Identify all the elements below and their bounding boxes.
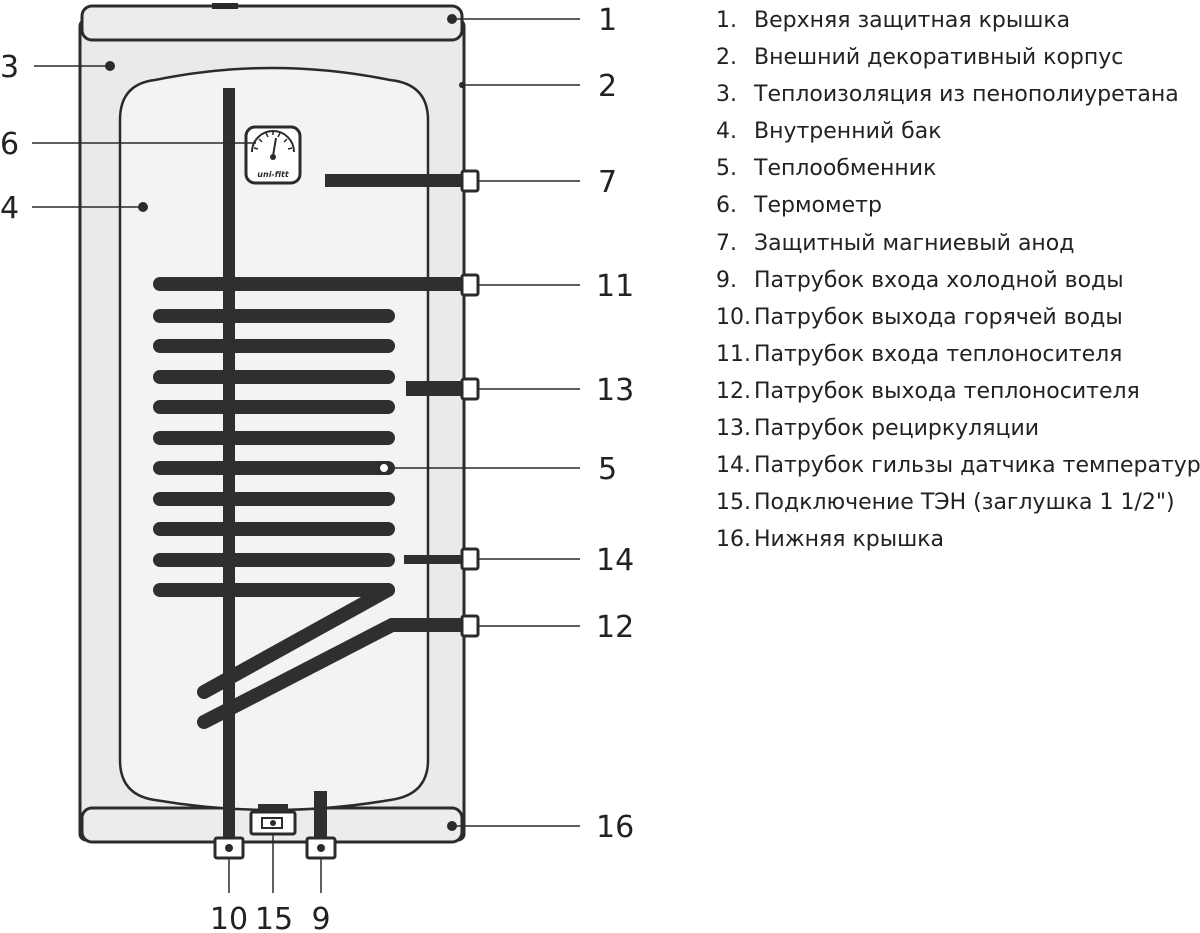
legend-number: 7.: [716, 230, 737, 256]
legend-list: 1. Верхняя защитная крышка 2. Внешний деко…: [716, 6, 1200, 562]
legend-number: 3.: [716, 82, 737, 108]
recirculation-pipe: [406, 381, 466, 396]
callout-2: 2: [598, 69, 617, 104]
legend-item: 12.Патрубок выхода теплоносителя: [716, 377, 1200, 414]
thermometer: uni-fitt: [244, 125, 302, 185]
legend-text: Термометр: [754, 193, 882, 219]
legend-text: Теплоизоляция из пенополиуретана: [754, 82, 1179, 108]
side-fittings: [460, 169, 480, 638]
legend-item: 7. Защитный магниевый анод: [716, 229, 1200, 266]
callout-12: 12: [596, 610, 634, 645]
callout-3: 3: [0, 50, 19, 85]
legend-number: 5.: [716, 156, 737, 182]
legend-item: 16.Нижняя крышка: [716, 525, 1200, 562]
legend-item: 3. Теплоизоляция из пенополиуретана: [716, 80, 1200, 117]
callout-6: 6: [0, 127, 19, 162]
heat-exchanger-coil: [153, 277, 469, 729]
sensor-sleeve-pipe: [404, 555, 466, 564]
callout-13: 13: [596, 373, 634, 408]
legend-number: 6.: [716, 193, 737, 219]
callout-4: 4: [0, 191, 19, 226]
leader-lines: [32, 18, 580, 893]
top-cover-nub: [212, 3, 238, 9]
legend-text: Внутренний бак: [754, 119, 942, 145]
legend-item: 10.Патрубок выхода горячей воды: [716, 303, 1200, 340]
bottom-fitting-dots: [225, 820, 325, 852]
callout-14: 14: [596, 543, 634, 578]
thermometer-brand: uni-fitt: [257, 170, 290, 179]
callout-5: 5: [598, 452, 617, 487]
legend-item: 5. Теплообменник: [716, 154, 1200, 191]
legend-text: Патрубок выхода горячей воды: [754, 304, 1123, 330]
legend-number: 2.: [716, 45, 737, 71]
legend-number: 14.: [716, 453, 751, 479]
legend-number: 15.: [716, 490, 751, 516]
legend-item: 13.Патрубок рециркуляции: [716, 414, 1200, 451]
callout-10: 10: [210, 902, 248, 933]
legend-number: 11.: [716, 341, 751, 367]
magnesium-anode: [325, 174, 467, 187]
legend-text: Патрубок входа теплоносителя: [754, 341, 1123, 367]
legend-text: Патрубок гильзы датчика температуры: [754, 453, 1200, 479]
legend-text: Нижняя крышка: [754, 527, 945, 553]
legend-text: Внешний декоративный корпус: [754, 45, 1124, 71]
legend-number: 4.: [716, 119, 737, 145]
legend-text: Патрубок выхода теплоносителя: [754, 378, 1140, 404]
legend-item: 4. Внутренний бак: [716, 117, 1200, 154]
callout-15: 15: [255, 902, 293, 933]
leader-endpoints: [105, 14, 465, 831]
legend-item: 2. Внешний декоративный корпус: [716, 43, 1200, 80]
callout-9: 9: [311, 902, 330, 933]
top-cover: [80, 4, 464, 42]
legend-number: 16.: [716, 527, 751, 553]
legend-item: 1. Верхняя защитная крышка: [716, 6, 1200, 43]
legend-item: 15.Подключение ТЭН (заглушка 1 1/2"): [716, 488, 1200, 525]
legend-item: 11.Патрубок входа теплоносителя: [716, 340, 1200, 377]
legend-item: 14.Патрубок гильзы датчика температуры: [716, 451, 1200, 488]
legend-text: Подключение ТЭН (заглушка 1 1/2"): [754, 490, 1175, 516]
legend-text: Верхняя защитная крышка: [754, 8, 1071, 33]
hot-water-outlet-pipe: [314, 791, 327, 841]
legend-text: Защитный магниевый анод: [754, 230, 1075, 256]
legend-number: 9.: [716, 267, 737, 293]
callout-1: 1: [598, 3, 617, 38]
legend-text: Патрубок входа холодной воды: [754, 267, 1124, 293]
callout-7: 7: [598, 165, 617, 200]
legend-text: Теплообменник: [754, 156, 937, 182]
legend-text: Патрубок рециркуляции: [754, 416, 1040, 442]
legend-item: 6. Термометр: [716, 191, 1200, 228]
legend-number: 12.: [716, 378, 751, 404]
callout-16: 16: [596, 810, 634, 845]
legend-number: 10.: [716, 304, 751, 330]
legend-number: 13.: [716, 416, 751, 442]
legend-item: 9. Патрубок входа холодной воды: [716, 266, 1200, 303]
legend-number: 1.: [716, 8, 737, 33]
callout-11: 11: [596, 269, 634, 304]
